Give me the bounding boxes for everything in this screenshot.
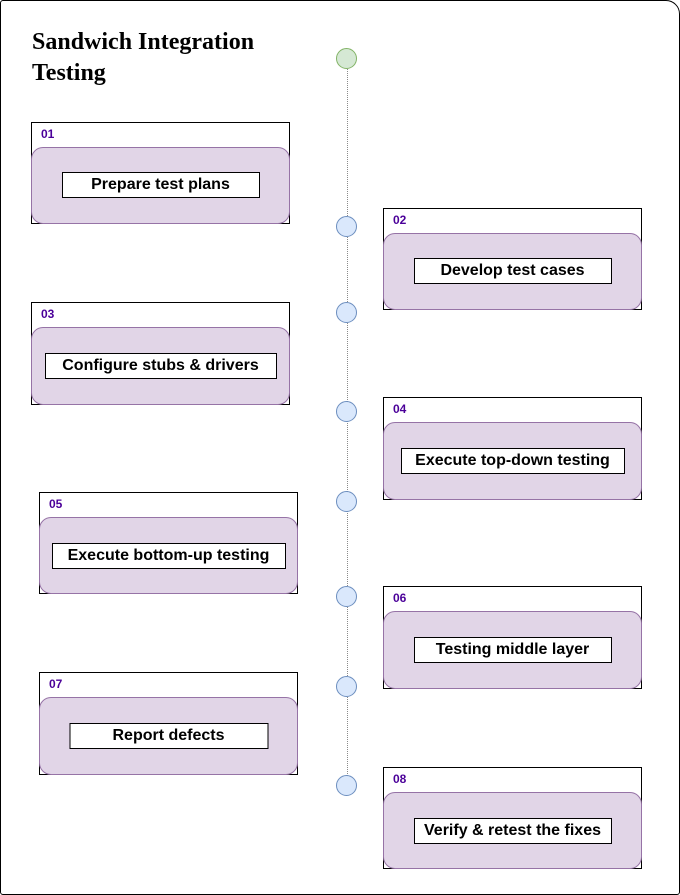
step-number: 01 bbox=[41, 127, 55, 141]
step-number: 08 bbox=[393, 772, 407, 786]
timeline-node-07 bbox=[336, 676, 357, 697]
timeline-node-04 bbox=[336, 401, 357, 422]
step-number: 05 bbox=[49, 497, 63, 511]
step-card-01: 01 Prepare test plans bbox=[31, 122, 290, 224]
step-label: Report defects bbox=[69, 723, 268, 749]
step-card-07: 07 Report defects bbox=[39, 672, 298, 775]
timeline-node-03 bbox=[336, 302, 357, 323]
step-label: Prepare test plans bbox=[61, 172, 260, 198]
timeline-node-08 bbox=[336, 775, 357, 796]
step-label: Execute top-down testing bbox=[400, 448, 625, 474]
step-panel: Configure stubs & drivers bbox=[31, 327, 290, 405]
step-number: 03 bbox=[41, 307, 55, 321]
step-label: Execute bottom-up testing bbox=[51, 543, 286, 569]
step-number: 06 bbox=[393, 591, 407, 605]
timeline-line bbox=[347, 59, 348, 786]
step-panel: Prepare test plans bbox=[31, 147, 290, 224]
timeline-node-02 bbox=[336, 216, 357, 237]
step-number: 02 bbox=[393, 213, 407, 227]
step-number: 07 bbox=[49, 677, 63, 691]
timeline-start-node bbox=[336, 48, 357, 69]
step-panel: Testing middle layer bbox=[383, 611, 642, 689]
timeline-node-05 bbox=[336, 491, 357, 512]
step-panel: Verify & retest the fixes bbox=[383, 792, 642, 869]
step-panel: Develop test cases bbox=[383, 233, 642, 310]
step-label: Configure stubs & drivers bbox=[44, 353, 277, 379]
step-label: Testing middle layer bbox=[413, 637, 612, 663]
step-card-02: 02 Develop test cases bbox=[383, 208, 642, 310]
step-number: 04 bbox=[393, 402, 407, 416]
step-card-03: 03 Configure stubs & drivers bbox=[31, 302, 290, 405]
step-panel: Report defects bbox=[39, 697, 298, 775]
step-card-06: 06 Testing middle layer bbox=[383, 586, 642, 689]
step-card-05: 05 Execute bottom-up testing bbox=[39, 492, 298, 594]
step-card-04: 04 Execute top-down testing bbox=[383, 397, 642, 500]
timeline-node-06 bbox=[336, 586, 357, 607]
step-panel: Execute bottom-up testing bbox=[39, 517, 298, 594]
diagram-title: Sandwich Integration Testing bbox=[32, 29, 255, 86]
step-card-08: 08 Verify & retest the fixes bbox=[383, 767, 642, 869]
step-label: Verify & retest the fixes bbox=[413, 818, 612, 844]
step-panel: Execute top-down testing bbox=[383, 422, 642, 500]
step-label: Develop test cases bbox=[413, 258, 612, 284]
